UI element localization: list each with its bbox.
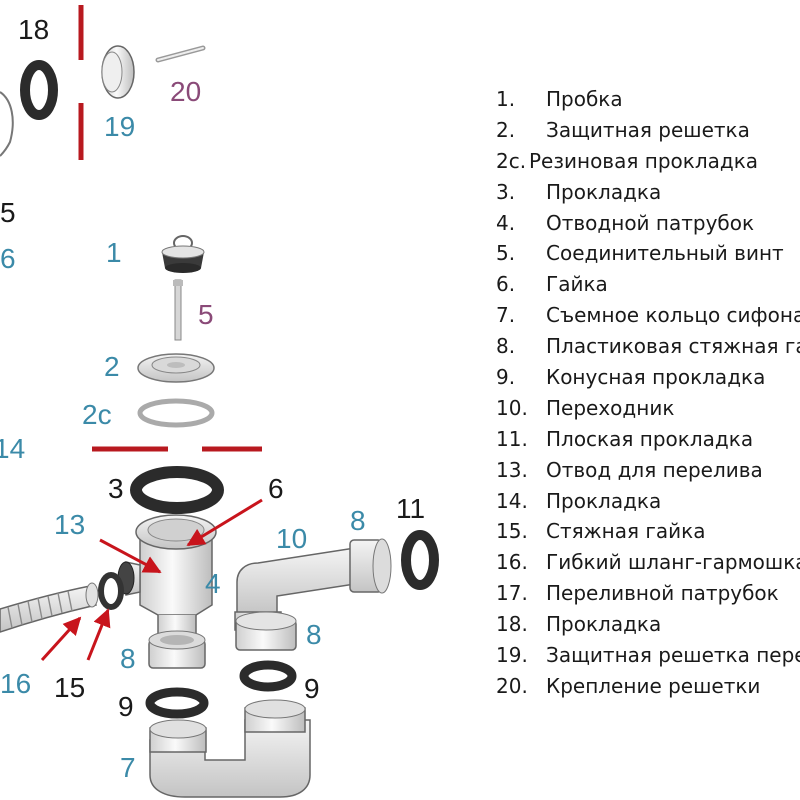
legend-row-5: 5.Соединительный винт <box>496 241 784 266</box>
callout-15: 15 <box>54 672 85 703</box>
callout-1: 1 <box>106 237 122 268</box>
siphon-ring-7 <box>149 699 311 798</box>
protective-grate-2 <box>137 353 215 383</box>
callout-9-left: 9 <box>118 691 134 722</box>
legend-row-6: 6.Гайка <box>496 272 608 297</box>
legend-row-2c: 2с.Резиновая прокладка <box>496 148 759 173</box>
legend-row-14: 14.Прокладка <box>496 488 662 513</box>
callout-16: 16 <box>0 668 31 699</box>
callout-9-right: 9 <box>304 673 320 704</box>
rubber-gasket-2c <box>137 398 215 428</box>
callout-13: 13 <box>54 509 85 540</box>
overflow-grate-19 <box>101 45 135 99</box>
grate-mount-20 <box>155 45 206 63</box>
callout-8-low: 8 <box>306 619 322 650</box>
cone-gasket-9-right <box>239 660 297 692</box>
callout-labels: 18 20 19 5 6 1 5 2 2с 14 3 6 13 4 10 8 1… <box>0 14 425 783</box>
callout-2: 2 <box>104 351 120 382</box>
outlet-pipe-4 <box>117 514 217 636</box>
callout-7: 7 <box>120 752 136 783</box>
callout-5-left: 5 <box>0 197 16 228</box>
legend-row-2: 2.Защитная решетка <box>496 117 750 142</box>
cone-gasket-9-left <box>145 687 209 719</box>
callout-3: 3 <box>108 473 124 504</box>
legend-row-7: 7.Съемное кольцо сифона <box>496 303 800 328</box>
legend-row-16: 16.Гибкий шланг-гармошка <box>496 550 800 575</box>
legend-row-1: 1.Пробка <box>496 87 623 111</box>
callout-20: 20 <box>170 76 201 107</box>
legend-row-13: 13.Отвод для перелива <box>496 457 763 482</box>
plastic-nut-8-low <box>235 611 297 651</box>
divider-lines <box>78 5 262 452</box>
legend-row-15: 15.Стяжная гайка <box>496 519 706 544</box>
legend-row-11: 11.Плоская прокладка <box>496 426 754 451</box>
corrugated-hose-16 <box>0 582 99 633</box>
callout-2c: 2с <box>82 399 112 430</box>
callout-14: 14 <box>0 433 25 464</box>
legend-row-10: 10.Переходник <box>496 395 675 420</box>
arrow-13 <box>99 538 162 574</box>
plastic-nut-8-mid <box>148 630 206 669</box>
plastic-nut-8-top <box>349 538 392 594</box>
connecting-screw-5 <box>173 279 183 341</box>
arrow-16 <box>40 616 82 662</box>
stopper-1 <box>161 235 205 273</box>
arrow-15 <box>86 608 111 661</box>
arrow-6 <box>186 498 263 547</box>
overflow-grate-edge <box>0 91 14 157</box>
clamp-nut-15 <box>98 572 124 610</box>
callout-19: 19 <box>104 111 135 142</box>
gasket-3 <box>130 466 224 514</box>
legend-row-3: 3.Прокладка <box>496 179 662 204</box>
legend-row-4: 4.Отводной патрубок <box>496 210 755 235</box>
callout-4: 4 <box>205 568 221 599</box>
legend-row-9: 9.Конусная прокладка <box>496 365 766 390</box>
gasket-18 <box>20 60 58 120</box>
legend-row-18: 18.Прокладка <box>496 612 662 637</box>
legend-row-19: 19.Защитная решетка перелива <box>496 643 800 668</box>
parts-legend: 1.Пробка 2.Защитная решетка 2с.Резиновая… <box>496 84 800 702</box>
callout-8-top: 8 <box>350 505 366 536</box>
callout-6-left: 6 <box>0 243 16 274</box>
legend-row-20: 20.Крепление решетки <box>496 673 761 698</box>
callout-5: 5 <box>198 299 214 330</box>
legend-row-8: 8.Пластиковая стяжная гайка <box>496 334 800 359</box>
legend-row-17: 17.Переливной патрубок <box>496 581 779 606</box>
callout-11: 11 <box>396 493 425 524</box>
pointer-arrows <box>40 498 263 662</box>
callout-8-mid: 8 <box>120 643 136 674</box>
callout-18: 18 <box>18 14 49 45</box>
callout-10: 10 <box>276 523 307 554</box>
flat-gasket-11 <box>401 530 439 590</box>
callout-6: 6 <box>268 473 284 504</box>
